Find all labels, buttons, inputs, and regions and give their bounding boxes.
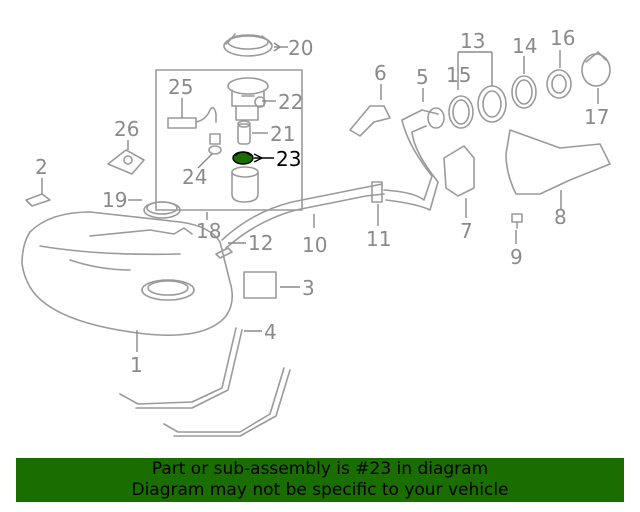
part-11-clamp (371, 181, 383, 203)
callout-10: 10 (302, 233, 327, 257)
callout-1: 1 (130, 353, 143, 377)
callout-8: 8 (554, 205, 567, 229)
part-23-highlighted (232, 151, 254, 165)
callout-16: 16 (550, 26, 575, 50)
callout-21: 21 (270, 122, 295, 146)
callout-24: 24 (182, 165, 207, 189)
part-8-heat-shield (505, 129, 611, 195)
part-20-lock-ring (223, 33, 273, 57)
part-10-filler-hose (221, 183, 385, 249)
callout-12: 12 (248, 231, 273, 255)
part-26-bracket (107, 149, 145, 175)
part-17-cap (581, 51, 611, 87)
callout-13: 13 (460, 29, 485, 53)
part-5-filler-pipe (383, 107, 445, 211)
callout-15: 15 (446, 63, 471, 87)
part-25-fuel-level-sender (167, 106, 217, 129)
part-13-ring (477, 85, 507, 123)
part-6-bracket (349, 105, 391, 137)
part-4-straps (119, 327, 291, 437)
part-19-gasket (143, 201, 181, 219)
part-14-gasket (511, 75, 537, 109)
part-9-bolt (511, 213, 523, 229)
part-3-pad (243, 271, 277, 299)
callout-17: 17 (584, 105, 609, 129)
fuel-pump-group-outline (155, 69, 303, 211)
callout-23: 23 (276, 147, 301, 171)
callout-2: 2 (35, 155, 48, 179)
part-2-pad (25, 193, 51, 207)
callout-14: 14 (512, 34, 537, 58)
banner-line-2: Diagram may not be specific to your vehi… (131, 480, 509, 500)
leader-lines (41, 42, 599, 352)
info-banner: Part or sub-assembly is #23 in diagram D… (16, 458, 624, 502)
parts-diagram: 20 25 22 21 23 24 26 2 19 18 1 4 3 12 10… (21, 26, 611, 437)
part-24-fitting (208, 133, 222, 155)
part-22-pump-module (227, 77, 269, 121)
banner-line-1: Part or sub-assembly is #23 in diagram (151, 459, 489, 479)
part-16-housing (546, 69, 572, 99)
callout-6: 6 (374, 61, 387, 85)
callout-7: 7 (460, 219, 473, 243)
callout-11: 11 (366, 227, 391, 251)
part-15-seal (448, 95, 474, 129)
callout-20: 20 (288, 36, 313, 60)
part-7-bracket (443, 145, 475, 197)
callout-26: 26 (114, 117, 139, 141)
callout-9: 9 (510, 245, 523, 269)
callout-22: 22 (278, 90, 303, 114)
part-1-fuel-tank (21, 211, 234, 336)
callout-labels: 20 25 22 21 23 24 26 2 19 18 1 4 3 12 10… (35, 26, 609, 377)
pump-reservoir (231, 166, 259, 203)
callout-25: 25 (168, 75, 193, 99)
callout-4: 4 (264, 320, 277, 344)
callout-3: 3 (302, 276, 315, 300)
part-12-clip (215, 247, 233, 259)
callout-18: 18 (196, 219, 221, 243)
part-21-filter (237, 120, 251, 145)
callout-19: 19 (102, 188, 127, 212)
callout-5: 5 (416, 65, 429, 89)
